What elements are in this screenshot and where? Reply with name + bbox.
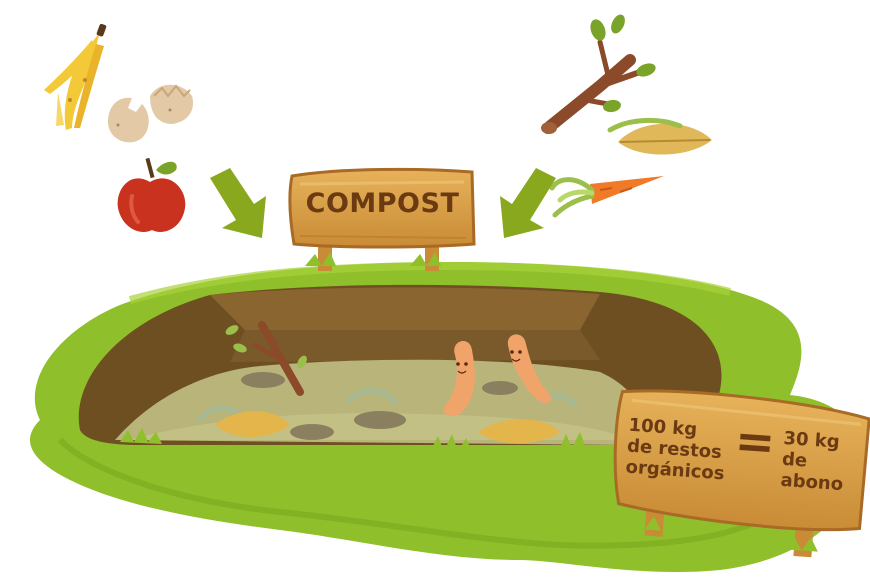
down-arrow-icon (500, 168, 556, 238)
banana-peel-icon (44, 23, 107, 130)
down-arrow-icon (210, 168, 266, 238)
output-amount-label: 30 kg de abono (780, 428, 847, 495)
eggshell-icon (108, 85, 193, 143)
input-amount-label: 100 kg de restos orgánicos (625, 415, 728, 485)
branch-icon (541, 12, 657, 134)
compost-sign (290, 169, 474, 271)
sign-title: COMPOST (300, 190, 465, 217)
equals-symbol: = (733, 417, 776, 468)
apple-icon (118, 158, 186, 232)
dry-leaf-icon (610, 120, 712, 154)
carrot-icon (552, 176, 664, 215)
output-line: abono (780, 470, 844, 495)
